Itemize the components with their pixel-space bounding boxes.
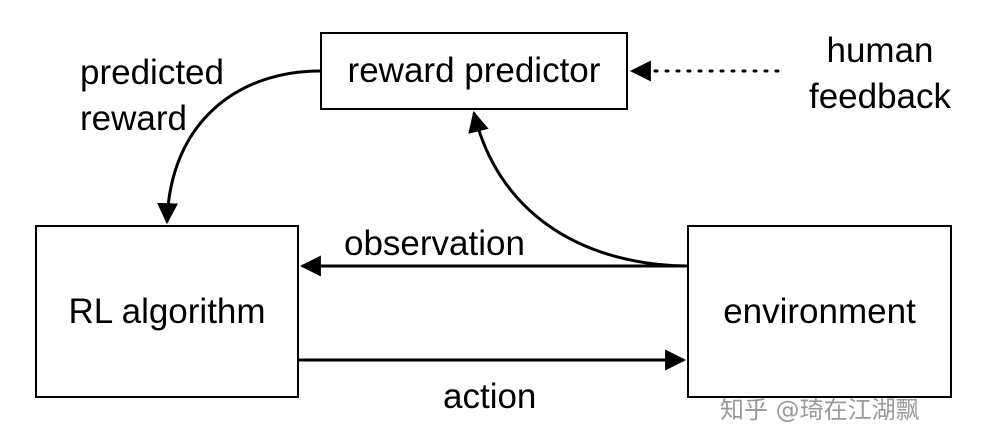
node-rl-algorithm-label: RL algorithm: [68, 291, 266, 331]
watermark: 知乎 @琦在江湖飘: [720, 396, 920, 424]
edge-predicted-reward: [157, 69, 321, 225]
node-reward-predictor: reward predictor: [320, 32, 628, 110]
edge-label-human-feedback-line-2: feedback: [808, 77, 952, 116]
edge-label-human-feedback-line-1: human: [826, 31, 934, 70]
edge-label-human-feedback: human feedback: [795, 28, 965, 120]
node-environment-label: environment: [723, 291, 916, 331]
edge-label-action: action: [443, 377, 537, 416]
node-environment: environment: [687, 225, 952, 398]
node-reward-predictor-label: reward predictor: [347, 51, 601, 90]
edge-label-predicted-reward-line-2: reward: [80, 99, 187, 138]
node-rl-algorithm: RL algorithm: [35, 225, 299, 398]
edge-label-observation: observation: [344, 224, 525, 263]
edge-label-predicted-reward: predicted reward: [80, 50, 224, 142]
edge-environment-to-reward: [468, 110, 688, 268]
edge-label-predicted-reward-line-1: predicted: [80, 53, 224, 92]
